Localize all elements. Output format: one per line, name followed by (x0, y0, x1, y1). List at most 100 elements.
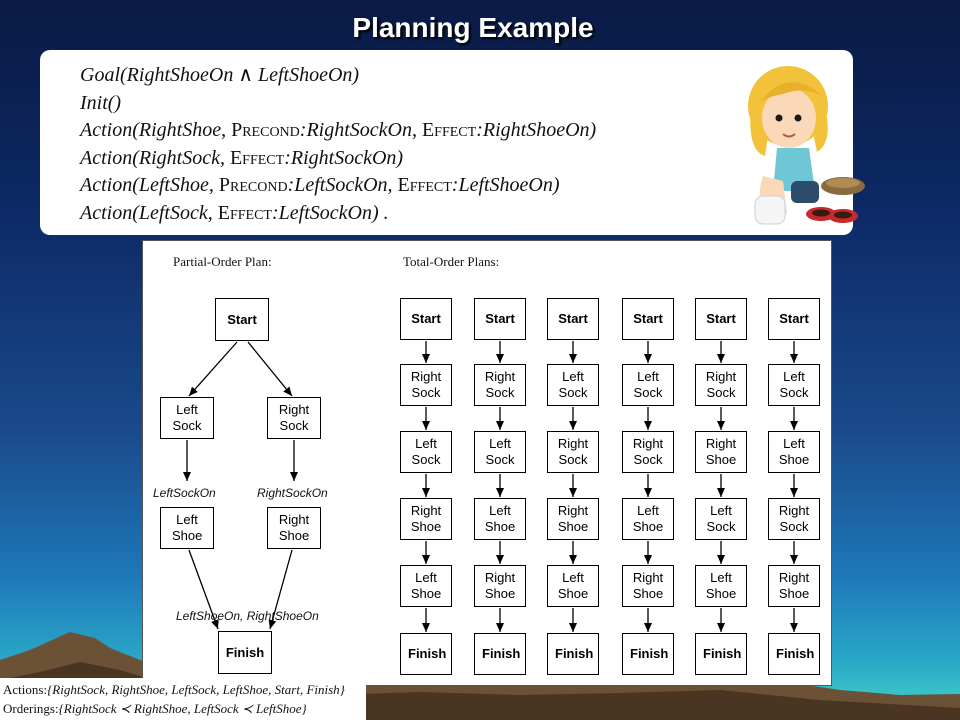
step-label: Right Sock (778, 503, 810, 534)
definition-tail: ) (396, 146, 404, 169)
po-node-left-shoe: Left Shoe (160, 507, 214, 549)
definition-head: Init() (80, 91, 122, 114)
definition-term: :RightSockOn, (299, 119, 422, 141)
ordering-arrow (188, 341, 238, 397)
definition-term: :LeftSockOn, (287, 174, 398, 196)
step-label: Start (779, 311, 809, 326)
to-plan-3-step-4: Right Shoe (547, 498, 599, 540)
slide-title: Planning Example (352, 12, 594, 43)
po-cond-finish: LeftShoeOn, RightShoeOn (176, 609, 319, 623)
step-label: Right Sock (484, 369, 516, 400)
plan-diagram: Partial-Order Plan: Total-Order Plans: S… (142, 240, 832, 686)
po-node-right-sock: Right Sock (267, 397, 321, 439)
step-label: Left Shoe (484, 503, 516, 534)
step-label: Right Shoe (778, 570, 810, 601)
ordering-arrow (268, 549, 293, 630)
to-plan-4-step-5: Right Shoe (622, 565, 674, 607)
to-plan-4-step-3: Right Sock (622, 431, 674, 473)
definition-tail: ) (552, 174, 560, 196)
plan-legend: Actions:{RightSock, RightShoe, LeftSock,… (0, 678, 366, 720)
to-plan-3-step-3: Right Sock (547, 431, 599, 473)
definition-line: Action(RightSock, Effect:RightSockOn) (80, 145, 596, 173)
total-order-caption: Total-Order Plans: (403, 254, 500, 269)
definition-term: RightSock, (138, 146, 230, 169)
step-label: Start (706, 311, 736, 326)
definition-line: Init() (80, 90, 596, 118)
to-plan-5-step-6: Finish (695, 633, 747, 675)
ordering-arrow (188, 549, 219, 630)
to-plan-6-step-1: Start (768, 298, 820, 340)
step-label: Right Shoe (410, 503, 442, 534)
po-cond-left-sock-on: LeftSockOn (153, 486, 216, 500)
definition-term: LeftShoe, (138, 174, 219, 196)
step-label: Right Sock (557, 436, 589, 467)
to-plan-2-step-6: Finish (474, 633, 526, 675)
step-label: Start (485, 311, 515, 326)
to-plan-1-step-3: Left Sock (400, 431, 452, 473)
po-node-finish: Finish (218, 631, 272, 674)
step-label: Right Sock (632, 436, 664, 467)
definition-keyword: Effect (397, 174, 452, 196)
definition-head: Action( (80, 119, 139, 141)
step-label: Right Shoe (705, 436, 737, 467)
step-label: Finish (408, 646, 447, 661)
step-label: Left Sock (633, 369, 663, 400)
to-plan-6-step-3: Left Shoe (768, 431, 820, 473)
to-plan-5-step-3: Right Shoe (695, 431, 747, 473)
to-plan-4-step-1: Start (622, 298, 674, 340)
definition-term: LeftSock, (138, 201, 218, 224)
definition-line: Action(RightShoe, Precond:RightSockOn, E… (80, 117, 596, 145)
definition-head: Action( (80, 146, 139, 169)
step-label: Start (411, 311, 441, 326)
to-plan-5-step-2: Right Sock (695, 364, 747, 406)
to-plan-6-step-2: Left Sock (768, 364, 820, 406)
definition-line: Action(LeftShoe, Precond:LeftSockOn, Eff… (80, 172, 596, 200)
step-label: Right Shoe (484, 570, 516, 601)
definition-term: :LeftSockOn (271, 201, 372, 224)
to-plan-4-step-4: Left Shoe (622, 498, 674, 540)
definition-term: :LeftShoeOn (451, 174, 553, 196)
legend-orderings: Orderings:{RightSock ≺ RightShoe, LeftSo… (3, 701, 307, 716)
ordering-arrow (247, 341, 293, 397)
step-label: Left Sock (485, 436, 515, 467)
step-label: Left Shoe (557, 570, 589, 601)
diagram-arrows (183, 341, 798, 632)
to-plan-5-step-4: Left Sock (695, 498, 747, 540)
definition-keyword: Effect (217, 201, 272, 224)
to-plan-2-step-3: Left Sock (474, 431, 526, 473)
to-plan-3-step-6: Finish (547, 633, 599, 675)
definition-tail: ) (589, 119, 597, 141)
step-label: Left Shoe (778, 436, 810, 467)
to-plan-6-step-5: Right Shoe (768, 565, 820, 607)
planning-definitions-panel: Goal(RightShoeOn ∧ LeftShoeOn)Init() Acti… (40, 50, 865, 235)
to-plan-2-step-5: Right Shoe (474, 565, 526, 607)
to-plan-2-step-1: Start (474, 298, 526, 340)
to-plan-5-step-1: Start (695, 298, 747, 340)
definition-keyword: Precond (218, 174, 288, 196)
to-plan-1-step-2: Right Sock (400, 364, 452, 406)
step-label: Left Sock (779, 369, 809, 400)
step-label: Left Sock (706, 503, 736, 534)
step-label: Start (558, 311, 588, 326)
to-plan-1-step-1: Start (400, 298, 452, 340)
definition-tail: ) (352, 64, 360, 86)
definition-tail: ) . (371, 201, 389, 224)
step-label: Left Sock (411, 436, 441, 467)
po-node-left-sock: Left Sock (160, 397, 214, 439)
step-label: Finish (555, 646, 594, 661)
to-plan-3-step-1: Start (547, 298, 599, 340)
definition-head: Action( (80, 201, 139, 224)
to-plan-1-step-6: Finish (400, 633, 452, 675)
definition-head: Action( (80, 174, 139, 196)
definition-term: RightShoeOn ∧ LeftShoeOn (126, 64, 353, 86)
to-plan-3-step-2: Left Sock (547, 364, 599, 406)
step-label: Left Shoe (705, 570, 737, 601)
step-label: Left Shoe (410, 570, 442, 601)
definition-line: Action(LeftSock, Effect:LeftSockOn) . (80, 200, 596, 228)
step-label: Start (633, 311, 663, 326)
definition-keyword: Effect (229, 146, 285, 169)
po-node-start: Start (215, 298, 269, 341)
to-plan-6-step-6: Finish (768, 633, 820, 675)
definition-line: Goal(RightShoeOn ∧ LeftShoeOn) (80, 62, 596, 90)
partial-order-caption: Partial-Order Plan: (173, 254, 272, 269)
